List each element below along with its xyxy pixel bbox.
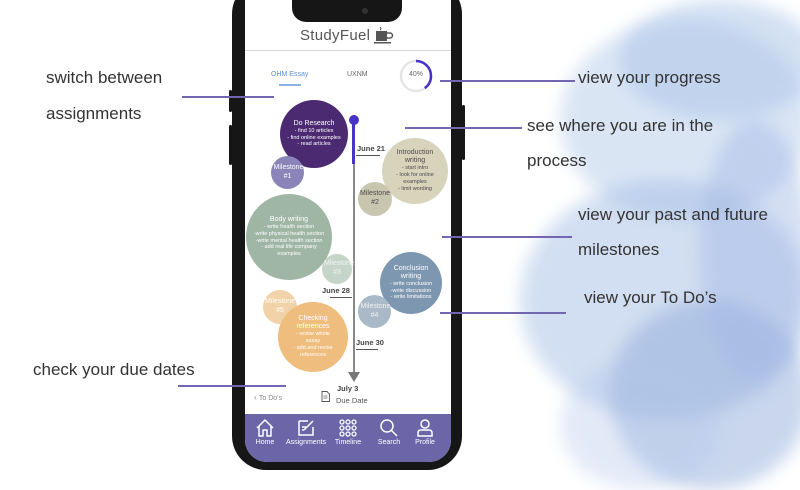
edit-icon [298,420,314,436]
annotation-where-line1: see where you are in the [527,116,714,135]
timeline-arrowhead-icon [348,372,360,382]
date-june-30: June 30 [356,338,384,347]
nav-timeline[interactable]: Timeline [328,416,368,446]
app-title: StudyFuel [300,27,371,44]
date-june-28: June 28 [322,286,350,295]
tab-uxnm[interactable]: UXNM [347,71,368,78]
phone-side-button [229,90,232,112]
bubble-conclusion[interactable]: Conclusion writing - write conclusion -w… [380,252,442,314]
grid-dots-icon [339,419,357,437]
bubble-body-writing[interactable]: Body writing - write health section -wri… [246,194,332,280]
annotation-where-line2: process [527,151,587,170]
coffee-cup-icon [374,27,394,44]
annotation-milestones-line1: view your past and future [578,205,768,224]
bubble-checking-references[interactable]: Checking references - revise whole essay… [278,302,348,372]
timeline-axis [353,124,355,374]
profile-icon [417,419,433,437]
annotation-switch-line2: assignments [46,104,142,123]
nav-home[interactable]: Home [245,416,285,446]
nav-profile[interactable]: Profile [405,416,445,446]
active-tab-indicator [279,84,301,86]
date-tick [330,297,352,298]
progress-label: 40% [408,71,423,78]
chevron-left-icon: ‹ [254,393,257,402]
phone-side-button [462,105,465,160]
bottom-navbar [245,414,451,462]
nav-assignments[interactable]: Assignments [285,416,327,446]
milestone-1[interactable]: Milestone #1 [271,156,304,189]
annotation-line [405,127,522,129]
annotation-switch-line1: switch between [46,68,163,87]
milestone-3[interactable]: Milestone #3 [322,254,354,284]
phone-side-button [229,125,232,165]
header-divider [245,50,451,51]
annotation-milestones-line2: milestones [578,240,660,259]
camera-icon [362,8,368,14]
bubble-introduction[interactable]: Introduction writing - start intro - loo… [382,138,448,204]
back-to-todos-link[interactable]: ‹ To Do's [254,393,283,402]
milestone-2[interactable]: Milestone #2 [358,182,392,216]
annotation-line [182,96,274,98]
date-june-21: June 21 [357,144,385,153]
nav-search[interactable]: Search [369,416,409,446]
annotation-todos: view your To Do’s [584,288,717,307]
annotation-line [440,80,575,82]
timeline-progress-segment [352,120,355,164]
tab-ohm-essay[interactable]: OHM Essay [271,71,309,78]
milestone-4[interactable]: Milestone #4 [358,295,391,328]
search-icon [380,419,398,437]
annotation-progress: view your progress [578,68,721,87]
annotation-line [442,236,572,238]
timeline-current-marker [349,115,359,125]
annotation-due-dates: check your due dates [33,360,195,379]
date-tick [356,349,378,350]
annotation-line [178,385,286,387]
due-date-value: July 3 [337,384,359,393]
date-tick [356,155,380,156]
document-icon [321,391,330,402]
phone-notch [292,0,402,22]
annotation-line [440,312,566,314]
home-icon [256,419,274,437]
due-date-label: Due Date [336,396,368,405]
progress-ring[interactable] [398,58,434,94]
